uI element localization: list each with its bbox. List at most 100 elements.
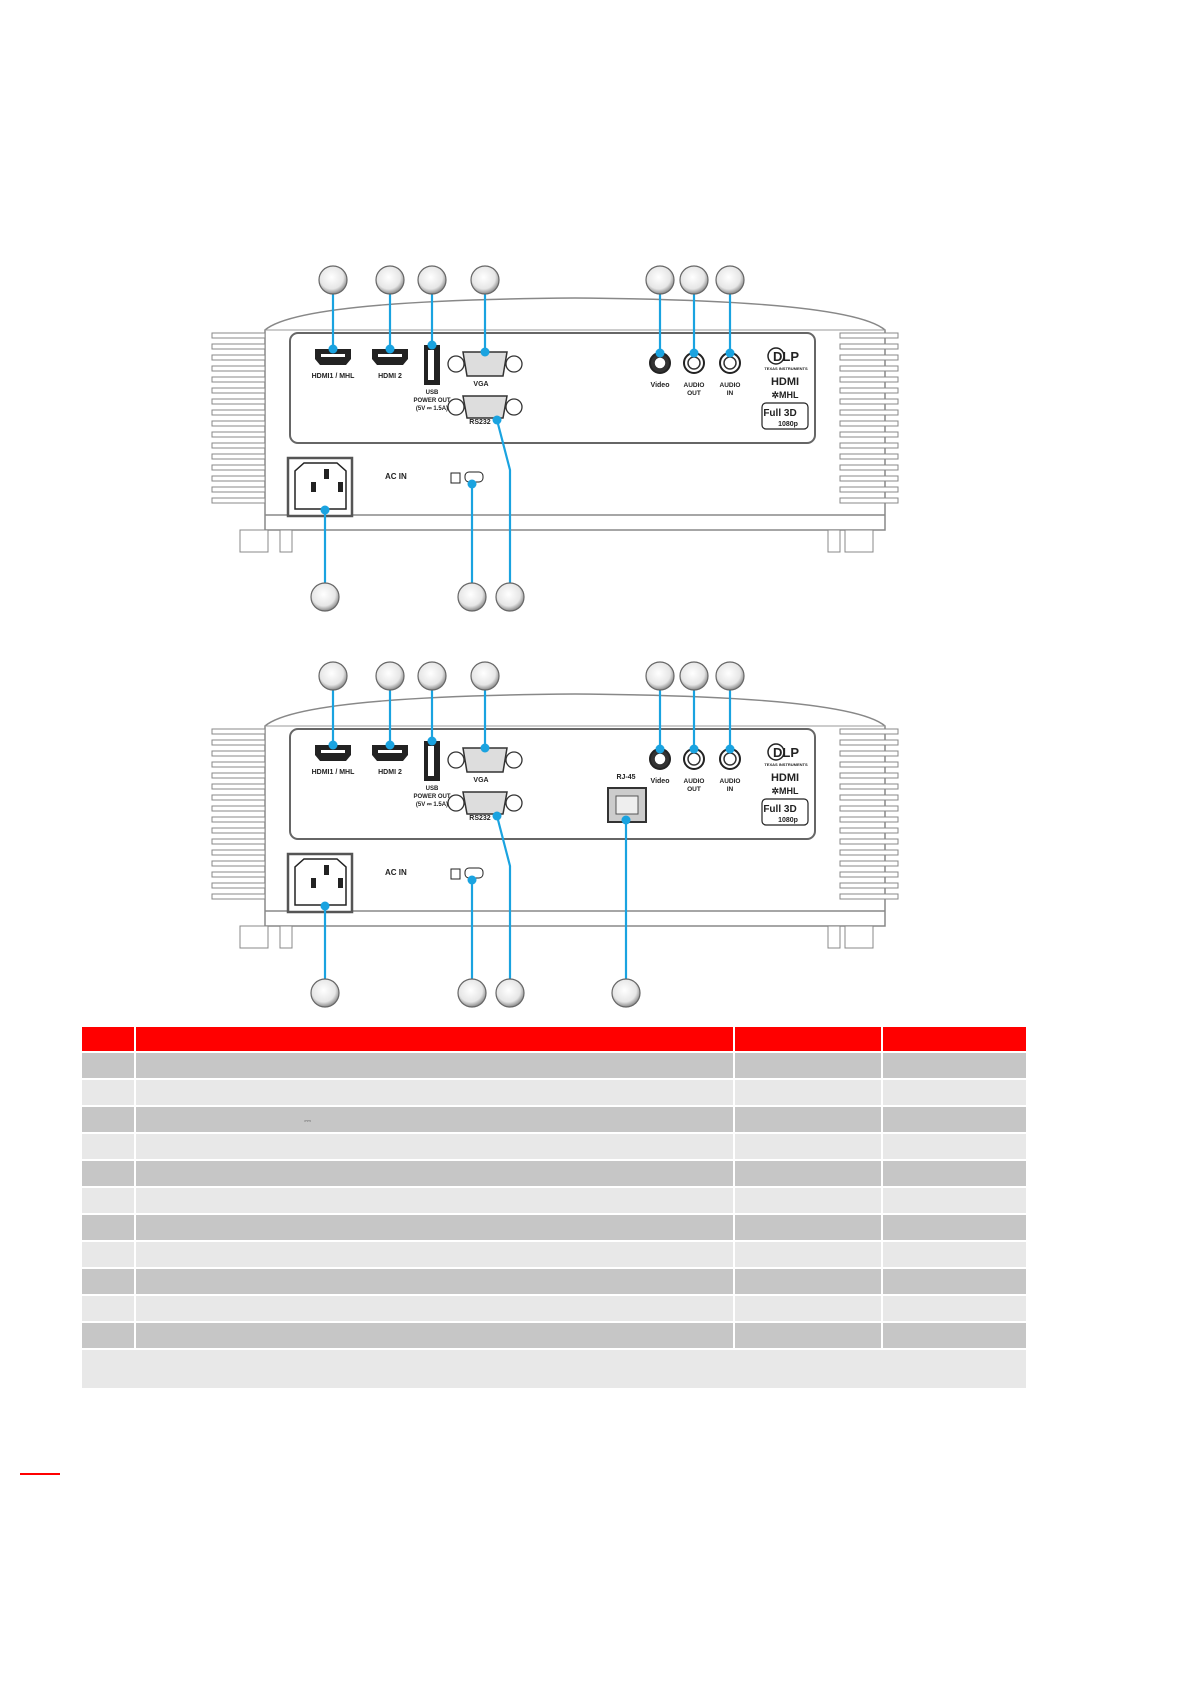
callout-dot: [689, 744, 699, 754]
vga-port: [462, 747, 508, 773]
port-label: Video: [651, 778, 670, 785]
ac-pin: [338, 878, 343, 888]
callout-circle: [457, 978, 487, 1008]
res-text: 1080p: [778, 817, 798, 824]
vent-left: [211, 398, 266, 405]
vent-left: [211, 442, 266, 449]
table-row: [80, 1078, 1028, 1107]
screw-icon: [505, 751, 523, 769]
vent-right: [839, 387, 899, 394]
callout-circle: [679, 661, 709, 691]
vent-right: [839, 453, 899, 460]
rj45-socket: [615, 795, 639, 815]
port-label: AUDIO: [684, 778, 705, 785]
mhl-logo: ✲MHL: [771, 786, 799, 796]
port-label: (5V ⎓ 1.5A): [416, 802, 448, 808]
callout-circle: [310, 978, 340, 1008]
vent-left: [211, 827, 266, 834]
vent-left: [211, 420, 266, 427]
port-label: HDMI1 / MHL: [312, 373, 356, 380]
vent-right: [839, 431, 899, 438]
port-label: RJ-45: [616, 774, 635, 781]
ac-pin: [324, 865, 329, 875]
callout-dot: [621, 815, 631, 825]
video-port-inner: [653, 752, 667, 766]
port-label: USB: [426, 390, 439, 396]
ac-pin: [311, 878, 316, 888]
port-label: POWER OUT: [414, 794, 451, 800]
port-label: AUDIO: [720, 382, 741, 389]
vent-left: [211, 860, 266, 867]
ti-logo-text: TEXAS INSTRUMENTS: [764, 762, 808, 767]
callout-dot: [492, 811, 502, 821]
callout-dot: [467, 875, 477, 885]
vent-left: [211, 772, 266, 779]
vent-left: [211, 343, 266, 350]
rs232-port: [462, 791, 508, 815]
callout-dot: [467, 479, 477, 489]
vent-left: [211, 376, 266, 383]
vent-left: [211, 849, 266, 856]
callout-dot: [385, 740, 395, 750]
vent-right: [839, 343, 899, 350]
audio-in-port-inner: [723, 356, 737, 370]
vent-left: [211, 354, 266, 361]
callout-line: [495, 419, 512, 583]
port-label: USB: [426, 786, 439, 792]
table-header: [80, 1025, 1028, 1053]
callout-circle: [417, 265, 447, 295]
callout-dot: [689, 348, 699, 358]
callout-circle: [417, 661, 447, 691]
hdmi-logo: HDMI: [771, 376, 799, 388]
vent-left: [211, 761, 266, 768]
vent-left: [211, 838, 266, 845]
audio-in-port-inner: [723, 752, 737, 766]
vent-right: [839, 420, 899, 427]
callout-dot: [320, 505, 330, 515]
vent-left: [211, 750, 266, 757]
vent-right: [839, 772, 899, 779]
callout-dot: [725, 744, 735, 754]
callout-circle: [645, 265, 675, 295]
callout-circle: [645, 661, 675, 691]
full3d-logo: [761, 798, 809, 826]
vent-left: [211, 475, 266, 482]
vent-right: [839, 827, 899, 834]
vent-left: [211, 882, 266, 889]
screw-icon: [505, 398, 523, 416]
screw-icon: [447, 751, 465, 769]
vent-left: [211, 739, 266, 746]
callout-line: [495, 815, 512, 979]
port-label: OUT: [687, 786, 701, 793]
port-label: (5V ⎓ 1.5A): [416, 406, 448, 412]
screw-icon: [447, 398, 465, 416]
port-label: Video: [651, 382, 670, 389]
callout-circle: [470, 661, 500, 691]
table-row: [80, 1213, 1028, 1242]
vent-left: [211, 805, 266, 812]
port-label: RS232: [469, 419, 491, 426]
vent-right: [839, 761, 899, 768]
callout-dot: [725, 348, 735, 358]
port-label: IN: [727, 786, 734, 793]
callout-circle: [375, 661, 405, 691]
table-row: [80, 1321, 1028, 1350]
vent-right: [839, 442, 899, 449]
vent-right: [839, 860, 899, 867]
res-text: 1080p: [778, 421, 798, 428]
vent-right: [839, 497, 899, 504]
audio-out-port-inner: [687, 356, 701, 370]
callout-dot: [480, 743, 490, 753]
vent-left: [211, 728, 266, 735]
port-label: AC IN: [385, 472, 407, 481]
callout-dot: [328, 344, 338, 354]
callout-circle: [611, 978, 641, 1008]
port-label: RS232: [469, 815, 491, 822]
table-row: [80, 1267, 1028, 1296]
vent-right: [839, 849, 899, 856]
vent-right: [839, 332, 899, 339]
vent-right: [839, 475, 899, 482]
dlp-logo-text: DLP: [773, 349, 799, 364]
callout-circle: [375, 265, 405, 295]
port-label: VGA: [473, 777, 488, 784]
